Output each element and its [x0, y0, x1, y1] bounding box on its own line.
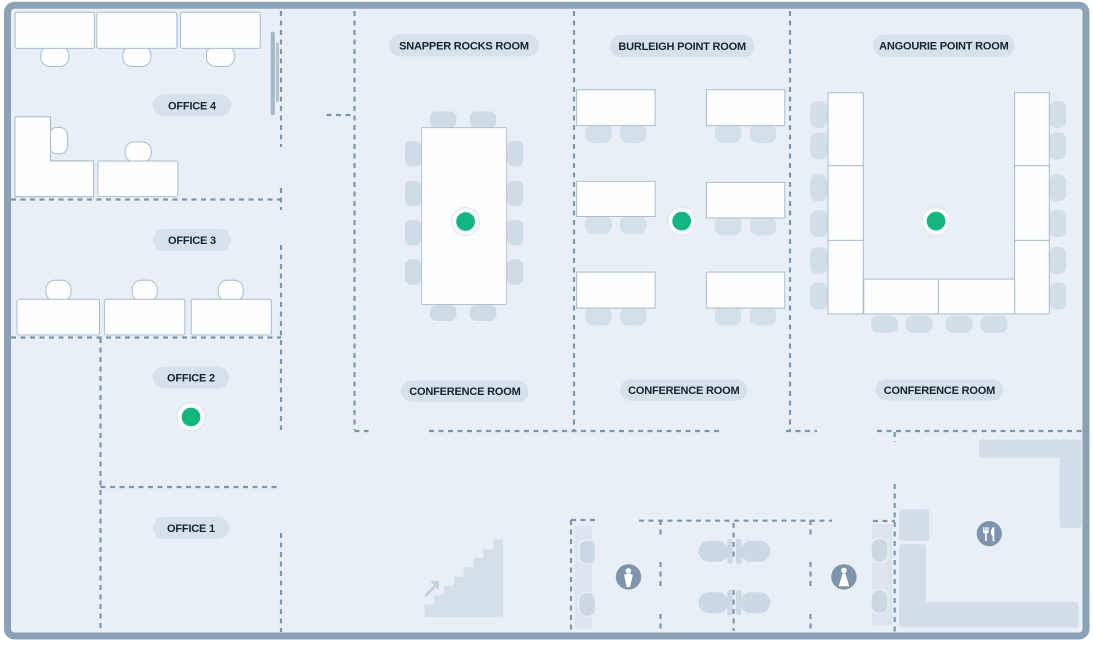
- svg-text:CONFERENCE ROOM: CONFERENCE ROOM: [884, 385, 995, 397]
- svg-text:OFFICE 2: OFFICE 2: [167, 373, 215, 385]
- svg-text:OFFICE 4: OFFICE 4: [168, 100, 217, 112]
- svg-text:CONFERENCE ROOM: CONFERENCE ROOM: [628, 385, 739, 397]
- svg-text:OFFICE 1: OFFICE 1: [167, 523, 215, 535]
- svg-text:OFFICE 3: OFFICE 3: [168, 235, 216, 247]
- svg-text:BURLEIGH POINT ROOM: BURLEIGH POINT ROOM: [618, 41, 746, 53]
- svg-text:ANGOURIE POINT ROOM: ANGOURIE POINT ROOM: [879, 41, 1008, 53]
- svg-text:SNAPPER ROCKS ROOM: SNAPPER ROCKS ROOM: [399, 40, 529, 52]
- svg-text:CONFERENCE ROOM: CONFERENCE ROOM: [409, 386, 520, 398]
